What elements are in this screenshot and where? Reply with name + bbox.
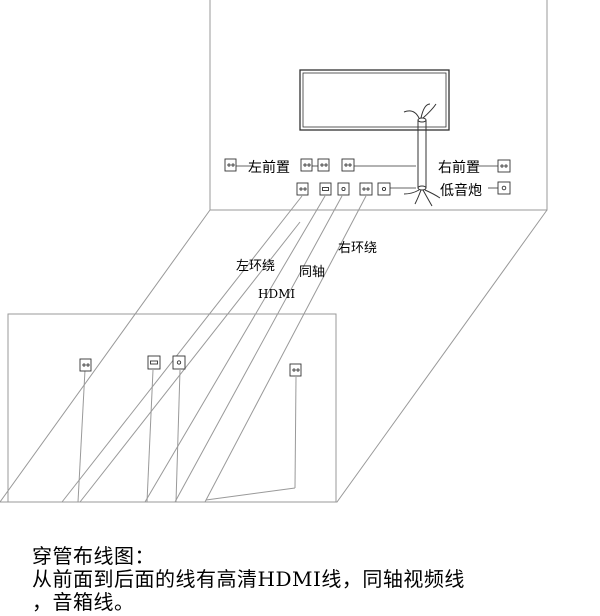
outlet-surround-left-front (296, 182, 309, 196)
outlets (79, 158, 511, 377)
label-front-right: 右前置 (438, 159, 480, 176)
label-surround-right: 右环绕 (338, 241, 377, 256)
outlet-hdmi-front (319, 182, 332, 196)
wall-panel (299, 69, 450, 131)
outlet-center-mid (317, 158, 330, 172)
label-hdmi: HDMI (258, 287, 295, 301)
outlet-coax-front (337, 182, 350, 196)
outlet-rear-left (79, 358, 92, 372)
cable-runs (61, 195, 367, 503)
outlet-front-right (497, 159, 511, 173)
outlet-front-left (224, 158, 237, 172)
front-wall (209, 0, 548, 211)
outlet-wires (236, 165, 498, 189)
floor-outline (0, 209, 548, 503)
diagram-labels: 左前置 右前置 低音炮 左环绕 右环绕 同轴 HDMI (236, 159, 482, 301)
outlet-extra-front (377, 182, 391, 196)
outlet-center-left (300, 158, 313, 172)
caption-title: 穿管布线图： (32, 544, 155, 568)
outlet-rear-coax (172, 355, 186, 370)
caption-line-1: 从前面到后面的线有高清HDMI线，同轴视频线 (32, 567, 465, 591)
caption-line-2: ，音箱线。 (32, 590, 135, 614)
rear-wall-drops (77, 369, 297, 503)
outlet-subwoofer (497, 181, 511, 195)
outlet-rear-hdmi (147, 355, 161, 370)
label-surround-left: 左环绕 (236, 259, 275, 274)
label-front-left: 左前置 (248, 159, 290, 176)
rear-wall (7, 313, 337, 503)
outlet-rear-right (289, 363, 302, 377)
outlet-center-right (341, 158, 355, 172)
label-subwoofer: 低音炮 (440, 182, 482, 199)
label-coax: 同轴 (299, 265, 325, 280)
outlet-surround-right-front (359, 182, 373, 196)
conduit-pipe (403, 103, 441, 207)
